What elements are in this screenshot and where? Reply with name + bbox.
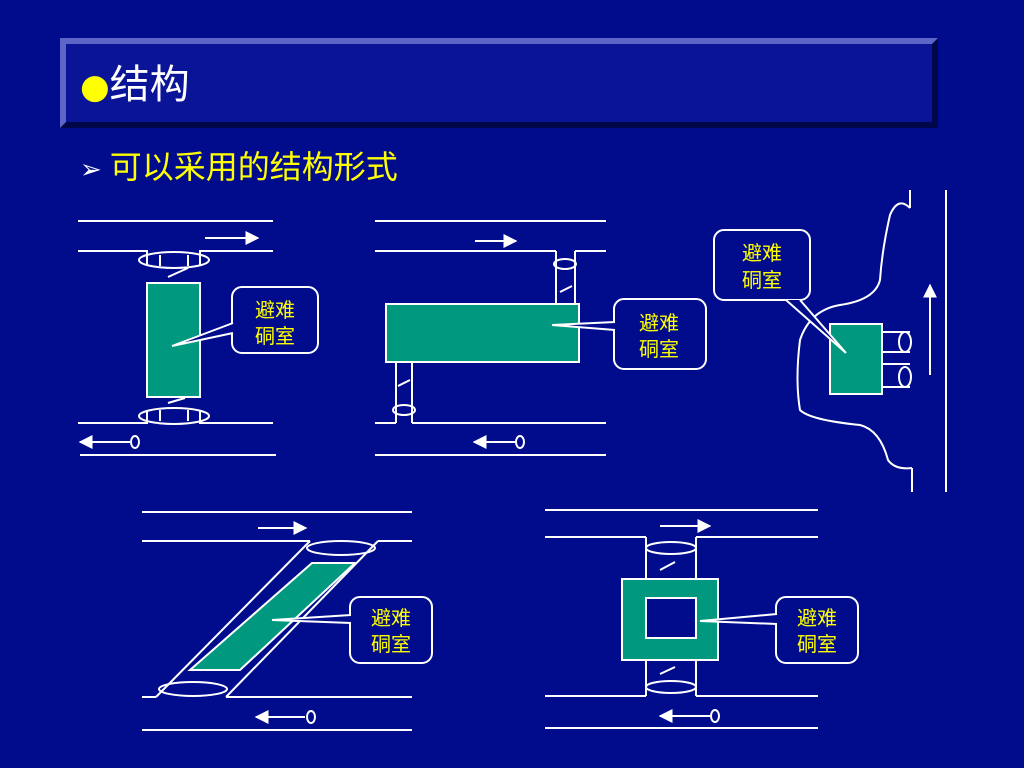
callout-box (775, 596, 859, 664)
bullet-line: ➢可以采用的结构形式 (80, 145, 398, 192)
door-ellipse (553, 258, 577, 270)
slide-title: ●结构 (80, 60, 190, 112)
door-ellipse (898, 331, 912, 353)
chamber-outline (796, 202, 913, 470)
door-ellipse (158, 681, 228, 697)
diagram-side-chamber: 避难 硐室 (713, 190, 947, 492)
diagram-diagonal-chamber: 避难 硐室 (142, 511, 433, 731)
callout-label-line1: 避难 (371, 606, 411, 630)
refuge-chamber (621, 578, 719, 661)
door-ellipse (138, 407, 210, 425)
callout-label-line1: 避难 (742, 241, 782, 265)
diagram-vertical-chamber: 避难 硐室 (78, 220, 319, 456)
roadway-line (199, 410, 273, 424)
door-ellipse (898, 366, 912, 388)
door-ellipse (645, 680, 697, 694)
door-ellipse (645, 541, 697, 555)
title-box (60, 38, 938, 128)
callout-box (613, 298, 707, 370)
callout-label-line2: 硐室 (797, 632, 837, 656)
callout-label-line2: 硐室 (255, 324, 295, 348)
callout-label-line2: 硐室 (371, 632, 411, 656)
roadway-line (78, 250, 148, 265)
callout-box (231, 286, 319, 354)
door-ellipse (392, 404, 416, 416)
refuge-chamber (187, 562, 358, 671)
door-ellipse (306, 540, 376, 556)
callout-label-line2: 硐室 (639, 337, 679, 361)
callout-box (713, 229, 811, 301)
callout-box (349, 596, 433, 664)
diagram-horizontal-chamber: 避难 硐室 (375, 220, 707, 456)
arrow-bullet-icon: ➢ (80, 155, 102, 185)
callout-label-line1: 避难 (797, 606, 837, 630)
roadway-line (78, 410, 148, 424)
title-bullet-icon: ● (80, 67, 110, 107)
door-ellipse (138, 251, 210, 269)
bullet-text: 可以采用的结构形式 (109, 148, 398, 186)
diagram-ring-chamber: 避难 硐室 (545, 509, 859, 729)
slide-title-text: 结构 (109, 62, 190, 108)
roadway-line (199, 250, 273, 265)
refuge-chamber (385, 303, 580, 363)
callout-label-line2: 硐室 (742, 268, 782, 292)
callout-label-line1: 避难 (255, 298, 295, 322)
callout-label-line1: 避难 (639, 311, 679, 335)
refuge-chamber (829, 323, 883, 395)
